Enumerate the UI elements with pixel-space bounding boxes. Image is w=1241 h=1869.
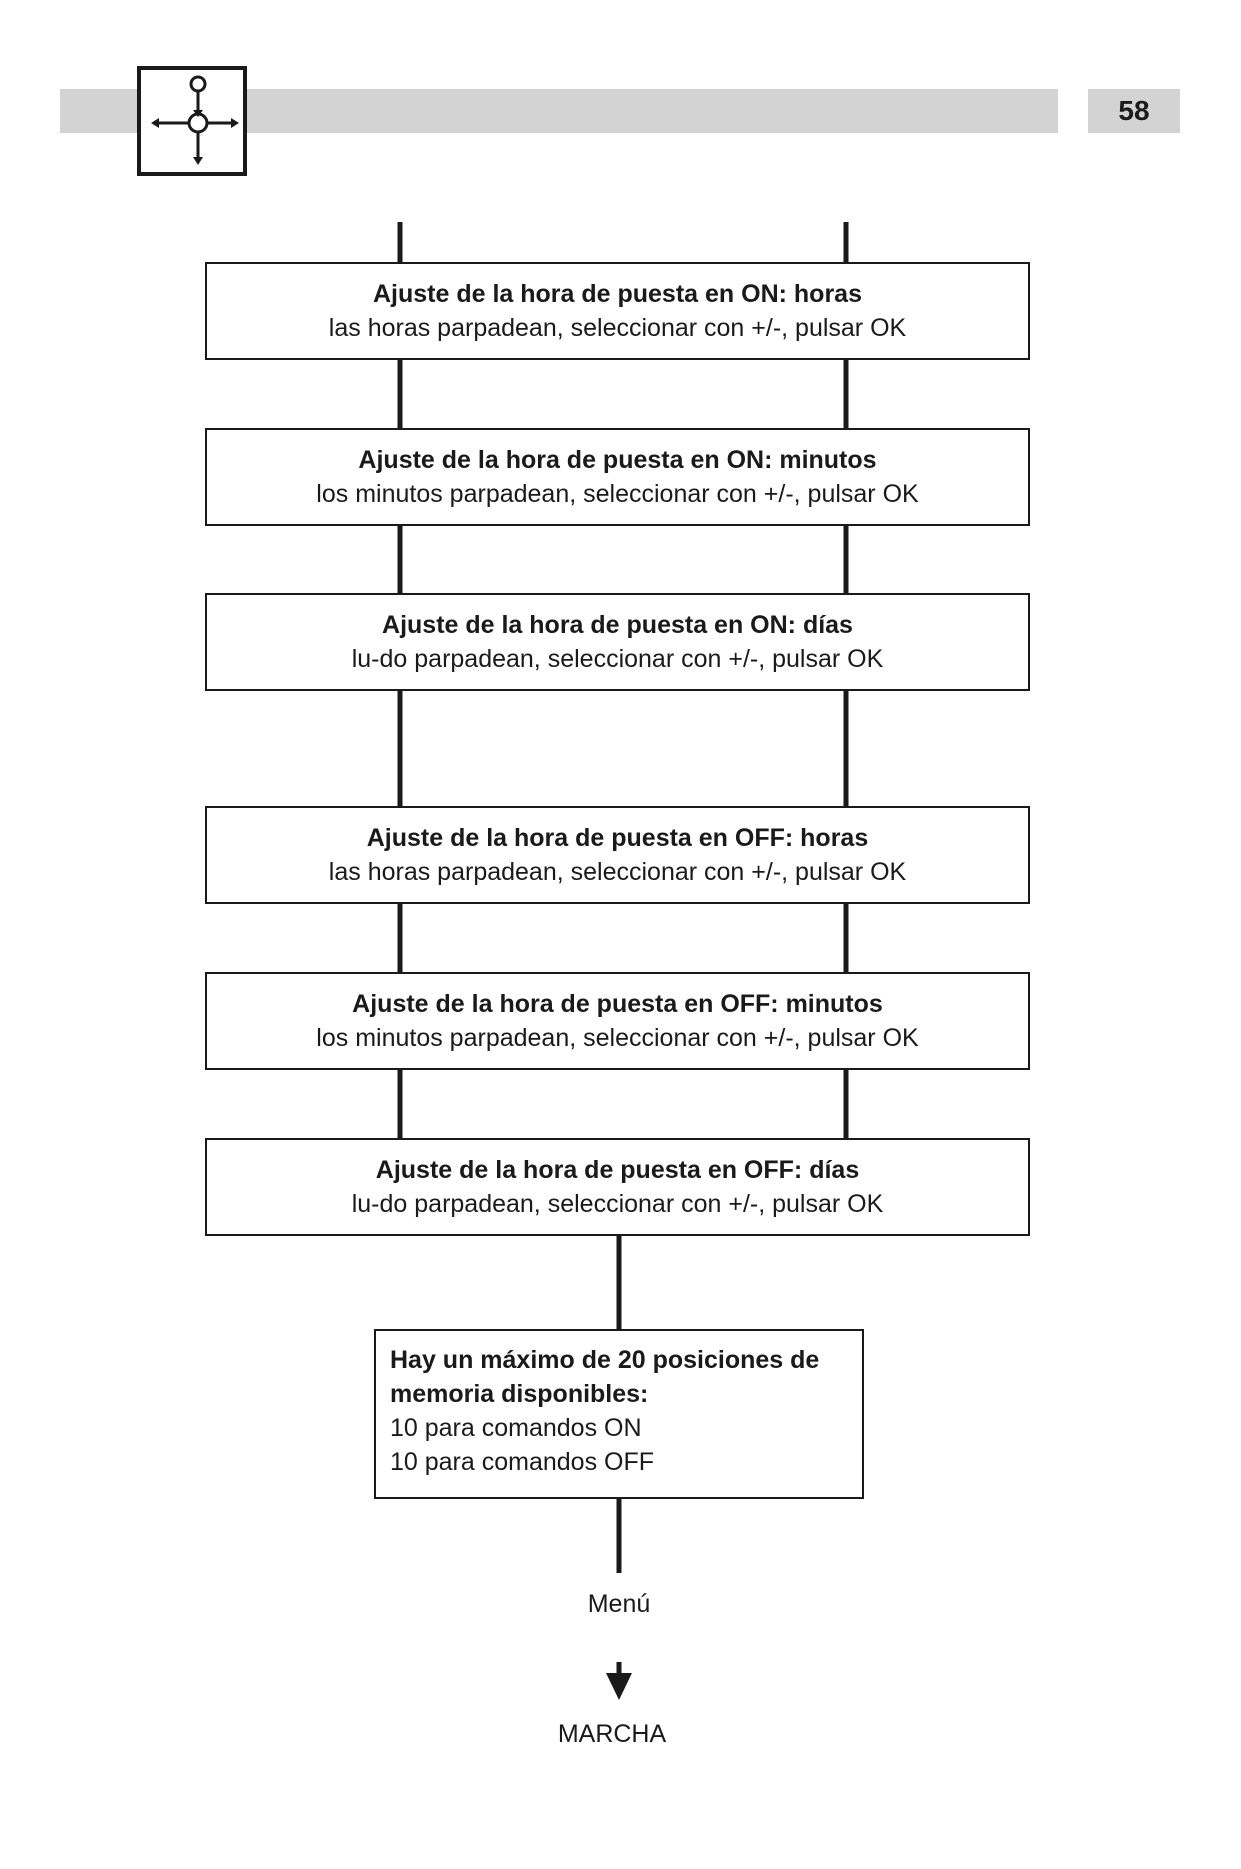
step-on-hours: Ajuste de la hora de puesta en ON: horas… xyxy=(205,262,1030,360)
note-line: Hay un máximo de 20 posiciones de xyxy=(390,1346,820,1374)
end-label: MARCHA xyxy=(557,1720,667,1748)
step-subtitle: las horas parpadean, seleccionar con +/-… xyxy=(328,314,907,342)
step-off-minutes: Ajuste de la hora de puesta en OFF: minu… xyxy=(205,972,1030,1070)
step-title: Ajuste de la hora de puesta en ON: horas xyxy=(372,280,862,308)
step-off-hours: Ajuste de la hora de puesta en OFF: hora… xyxy=(205,806,1030,904)
navigation-cross-icon xyxy=(137,66,247,176)
note-line: memoria disponibles: xyxy=(390,1380,649,1408)
page-number: 58 xyxy=(1088,89,1180,133)
step-subtitle: los minutos parpadean, seleccionar con +… xyxy=(316,1024,919,1052)
step-subtitle: los minutos parpadean, seleccionar con +… xyxy=(316,480,919,508)
step-title: Ajuste de la hora de puesta en OFF: días xyxy=(375,1156,860,1184)
memory-note: Hay un máximo de 20 posiciones de memori… xyxy=(374,1329,864,1499)
step-off-days: Ajuste de la hora de puesta en OFF: días… xyxy=(205,1138,1030,1236)
step-title: Ajuste de la hora de puesta en ON: días xyxy=(382,611,853,639)
menu-label: Menú xyxy=(587,1590,651,1618)
note-line: 10 para comandos OFF xyxy=(390,1448,655,1476)
step-title: Ajuste de la hora de puesta en OFF: hora… xyxy=(366,824,869,852)
step-on-days: Ajuste de la hora de puesta en ON: días … xyxy=(205,593,1030,691)
step-title: Ajuste de la hora de puesta en OFF: minu… xyxy=(352,990,883,1018)
arrow-down-icon xyxy=(606,1673,632,1700)
step-subtitle: lu-do parpadean, seleccionar con +/-, pu… xyxy=(351,645,884,673)
step-on-minutes: Ajuste de la hora de puesta en ON: minut… xyxy=(205,428,1030,526)
step-subtitle: las horas parpadean, seleccionar con +/-… xyxy=(328,858,907,886)
step-title: Ajuste de la hora de puesta en ON: minut… xyxy=(358,446,877,474)
note-line: 10 para comandos ON xyxy=(390,1414,642,1442)
step-subtitle: lu-do parpadean, seleccionar con +/-, pu… xyxy=(351,1190,884,1218)
